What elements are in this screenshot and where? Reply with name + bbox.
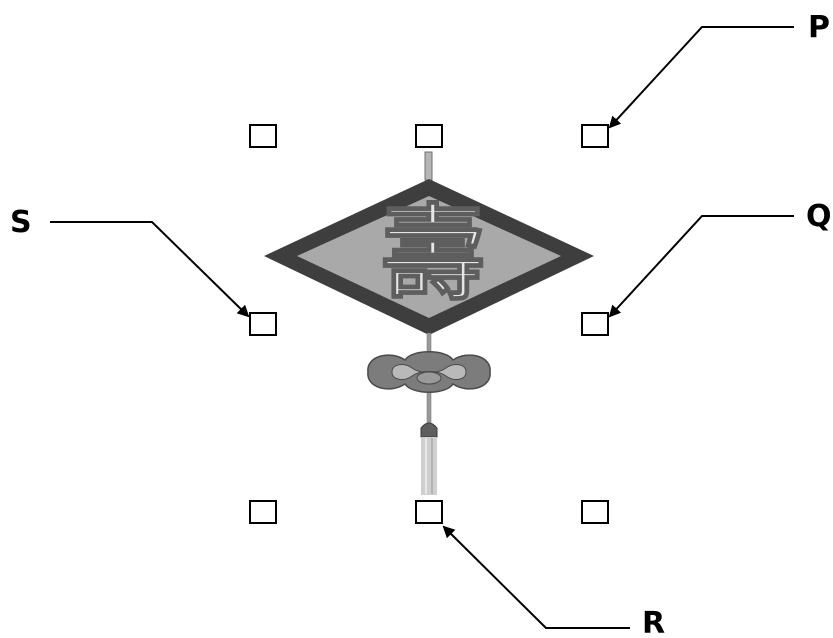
callout-label-p: P — [808, 10, 830, 45]
diamond-panel — [297, 196, 561, 318]
top-rod — [424, 151, 433, 181]
leader-p — [608, 26, 794, 129]
callout-label-r: R — [642, 606, 665, 638]
handle-bottom-center[interactable] — [415, 500, 443, 524]
cloud-knot — [367, 351, 491, 393]
callout-label-s: S — [10, 205, 32, 240]
callout-label-q: Q — [806, 199, 832, 234]
selection-handles — [249, 124, 609, 524]
leader-r — [442, 525, 630, 629]
handle-top-left[interactable] — [249, 124, 277, 148]
callout-labels: P Q R S — [10, 10, 832, 638]
tassel-cap — [420, 422, 438, 438]
hanging-ornament: 壽 — [264, 151, 594, 495]
handle-bottom-left[interactable] — [249, 500, 277, 524]
handle-top-right[interactable] — [581, 124, 609, 148]
callout-leaders — [50, 26, 794, 629]
leader-s — [50, 221, 250, 318]
handle-top-center[interactable] — [415, 124, 443, 148]
longevity-character: 壽 — [381, 192, 485, 315]
leader-q — [608, 215, 794, 318]
tassel — [421, 437, 437, 495]
handle-middle-left[interactable] — [249, 312, 277, 336]
handle-middle-right[interactable] — [581, 312, 609, 336]
handle-bottom-right[interactable] — [581, 500, 609, 524]
